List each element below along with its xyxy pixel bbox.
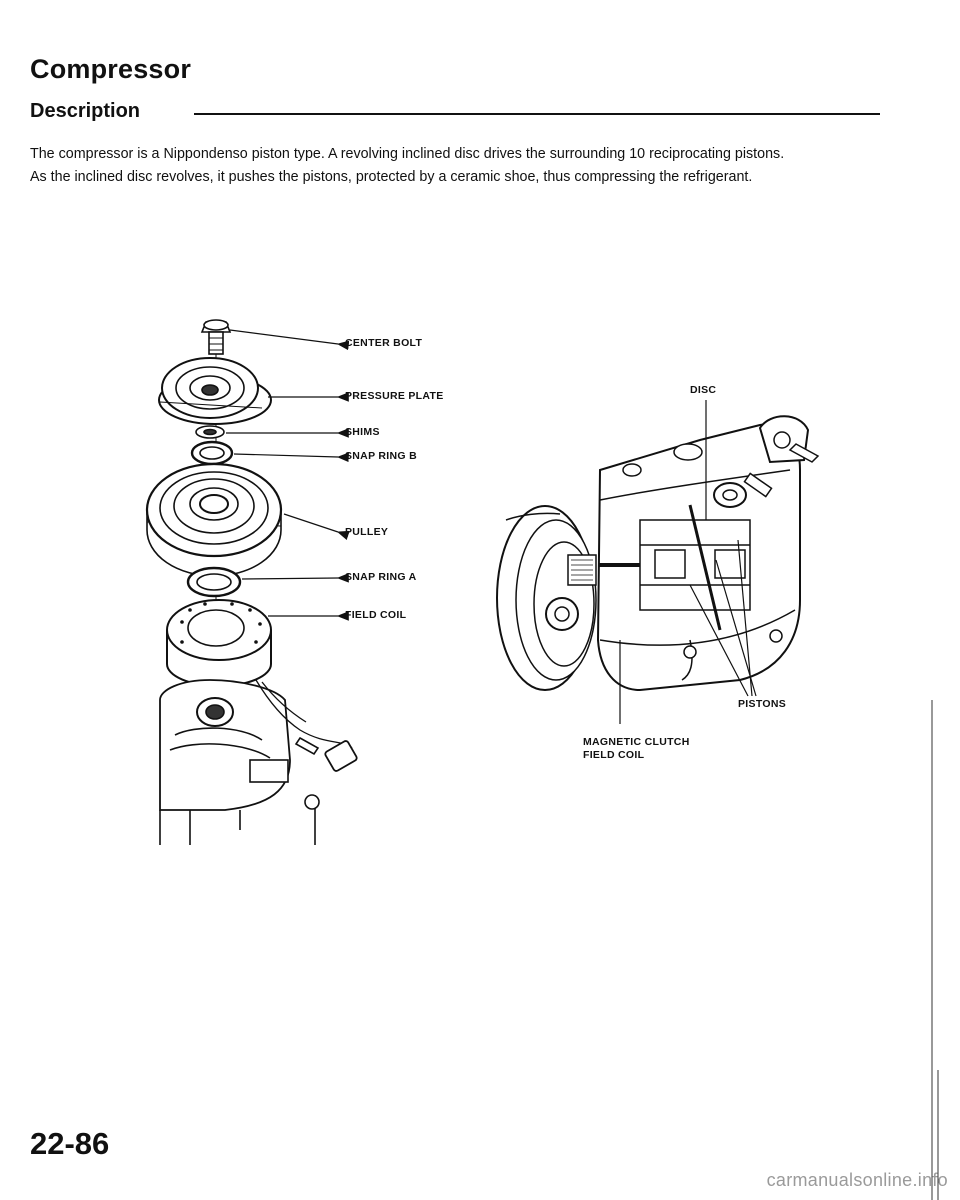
exploded-view xyxy=(145,319,358,845)
callout-snap-ring-b: SNAP RING B xyxy=(345,450,417,462)
shims-part xyxy=(195,425,225,439)
callout-magnetic-clutch-field-coil: FIELD COIL xyxy=(583,749,645,761)
cutaway-leader-lines xyxy=(619,400,757,724)
compressor-body-part xyxy=(159,679,358,845)
snap-ring-b-part xyxy=(190,440,234,466)
field-coil-part xyxy=(166,599,272,687)
callout-snap-ring-a: SNAP RING A xyxy=(345,571,417,583)
snap-ring-a-part xyxy=(186,566,242,598)
page-number: 22-86 xyxy=(30,1126,110,1161)
callout-center-bolt: CENTER BOLT xyxy=(345,337,423,349)
callout-disc: DISC xyxy=(690,384,717,396)
callout-magnetic-clutch: MAGNETIC CLUTCH xyxy=(583,736,690,748)
cutaway-view xyxy=(496,415,820,692)
section-heading: Description xyxy=(30,100,880,130)
callout-shims: SHIMS xyxy=(345,426,380,438)
pressure-plate-part xyxy=(158,357,272,425)
description-line-1: The compressor is a Nippondenso piston t… xyxy=(30,146,785,162)
description-paragraph: The compressor is a Nippondenso piston t… xyxy=(30,143,890,189)
pulley-part xyxy=(145,462,283,577)
exploded-leader-lines xyxy=(226,329,350,621)
callout-pulley: PULLEY xyxy=(345,526,389,538)
section-divider xyxy=(194,113,880,115)
page-title: Compressor xyxy=(30,54,192,84)
center-bolt-part xyxy=(200,319,232,355)
callout-pistons: PISTONS xyxy=(738,698,787,710)
callout-pressure-plate: PRESSURE PLATE xyxy=(345,390,444,402)
watermark-text: carmanualsonline.info xyxy=(766,1170,948,1190)
scan-edge-marks xyxy=(931,700,939,1200)
callout-field-coil: FIELD COIL xyxy=(345,609,407,621)
description-line-2: As the inclined disc revolves, it pushes… xyxy=(30,169,753,185)
section-title: Description xyxy=(30,100,141,122)
